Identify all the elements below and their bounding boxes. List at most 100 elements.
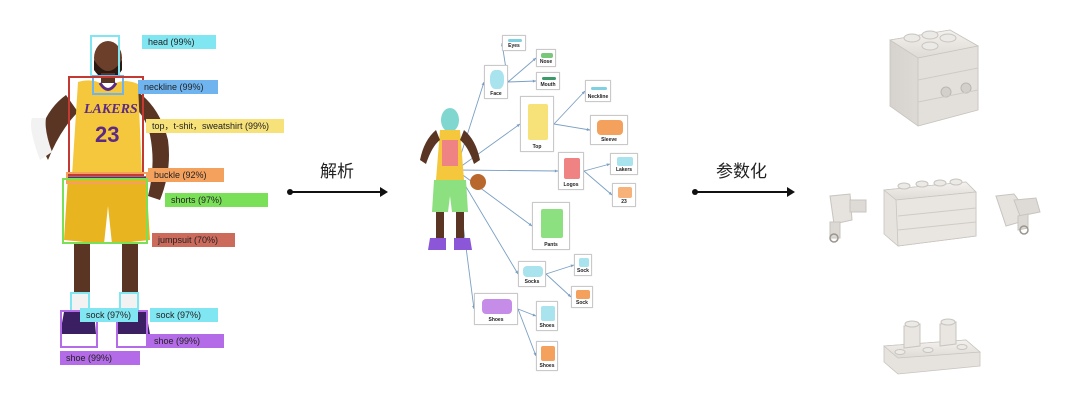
detection-label-top: top，t-shit，sweatshirt (99%) [146, 119, 284, 133]
tree-node-label: Mouth [540, 82, 556, 88]
lego-head [888, 29, 980, 127]
tree-connector [507, 57, 537, 83]
tree-node-logos: Logos [558, 152, 584, 190]
parse-step-label: 解析 [320, 162, 354, 182]
tree-connector-arrowhead [554, 169, 558, 173]
tree-connector-arrowhead [481, 82, 485, 86]
tree-node-pants-shape [540, 208, 564, 239]
tree-node-eyes: Eyes [502, 35, 526, 51]
lego-parts [829, 29, 1041, 375]
tree-connector [583, 170, 613, 196]
tree-node-label: Shoes [539, 323, 555, 329]
segmented-player [420, 108, 486, 250]
lego-legs [883, 318, 981, 375]
lego-arm-left [829, 193, 867, 243]
tree-node-neckline: Neckline [585, 80, 611, 102]
tree-connector-arrowhead [528, 222, 532, 226]
tree-node-shoes: Shoes [474, 293, 518, 325]
tree-node-shoes-shape [481, 298, 513, 315]
tree-node-shoe-shape [541, 305, 555, 322]
tree-connector-arrowhead [567, 293, 571, 297]
tree-node-shoes: Shoes [536, 341, 558, 371]
tree-node-label: Eyes [508, 43, 520, 49]
tree-node-mouth: Mouth [536, 72, 560, 90]
tree-node-socks-shape [523, 265, 543, 278]
tree-node-lakers-shape [616, 157, 634, 166]
detection-label-head: head (99%) [142, 35, 216, 49]
tree-node-logos-shape [564, 157, 580, 180]
tree-connector-arrowhead [608, 191, 612, 195]
tree-node-num-shape [617, 187, 633, 198]
tree-node-top-shape [527, 103, 549, 140]
tree-node-eyes-shape [507, 39, 523, 42]
tree-node-label: Sock [577, 268, 589, 274]
tree-node-label: Lakers [615, 167, 633, 173]
tree-connector-arrowhead [532, 79, 536, 83]
tree-node-sock-shape [578, 258, 590, 267]
tree-node-nose: Nose [536, 49, 556, 67]
tree-node-sock: Sock [571, 286, 593, 308]
top-detection-box [68, 76, 144, 176]
svg-text:LAKERS: LAKERS [83, 102, 138, 117]
detection-label-buckle: buckle (92%) [148, 168, 224, 182]
tree-node-label: Pants [544, 242, 558, 248]
tree-node-neckline-shape [591, 86, 607, 91]
tree-node-label: Shoes [488, 317, 504, 323]
tree-node-label: 23 [621, 199, 627, 205]
tree-node-shoes: Shoes [536, 301, 558, 331]
tree-node-label: Nose [539, 59, 553, 65]
tree-node-shoe-shape [541, 345, 555, 362]
tree-connector [553, 123, 591, 131]
tree-connector-arrowhead [581, 91, 585, 95]
tree-node-label: Sleeve [601, 137, 617, 143]
tree-connector-arrowhead [516, 124, 520, 128]
shoe-detection-box-left [60, 310, 98, 348]
tree-connector [517, 308, 537, 317]
tree-connector-arrowhead [533, 352, 537, 356]
lego-arm-right [995, 193, 1041, 235]
tree-node-sock-shape [576, 290, 590, 299]
tree-node-lakers: Lakers [610, 153, 638, 175]
tree-node-face-shape [490, 69, 504, 90]
detection-label-sock-left: sock (97%) [80, 308, 138, 322]
tree-node-label: Sock [576, 300, 588, 306]
detection-label-jumpsuit: jumpsuit (70%) [152, 233, 235, 247]
tree-node-label: Neckline [587, 94, 609, 100]
tree-node-nose-shape [541, 52, 553, 59]
tree-connector [507, 80, 537, 83]
tree-connector [583, 163, 611, 172]
tree-connector-arrowhead [532, 58, 536, 62]
tree-node-23: 23 [612, 183, 636, 207]
tree-node-label: Logos [563, 182, 579, 188]
parse-arrow [287, 187, 388, 197]
tree-connector-arrowhead [532, 313, 536, 317]
detection-label-shoe-left: shoe (99%) [60, 351, 140, 365]
parametrize-arrow [692, 187, 795, 197]
tree-node-sleeve-shape [596, 120, 624, 135]
tree-connector-arrowhead [515, 270, 518, 274]
tree-connector [517, 308, 537, 357]
tree-node-socks: Socks [518, 261, 546, 287]
tree-node-face: Face [484, 65, 508, 99]
parametrize-step-label: 参数化 [716, 162, 767, 182]
tree-node-pants: Pants [532, 202, 570, 250]
lego-torso [883, 178, 977, 247]
tree-connector [553, 90, 586, 125]
detection-label-neckline: neckline (99%) [138, 80, 218, 94]
tree-connector [455, 169, 533, 227]
shorts-detection-box [62, 178, 148, 244]
tree-node-label: Socks [524, 279, 540, 285]
tree-connector [455, 169, 559, 172]
tree-node-sock: Sock [574, 254, 592, 276]
tree-node-sleeve: Sleeve [590, 115, 628, 145]
tree-connector-arrowhead [570, 264, 574, 268]
svg-text:23: 23 [95, 122, 119, 147]
tree-connector [545, 264, 575, 275]
detection-label-shoe-right: shoe (99%) [148, 334, 224, 348]
tree-node-label: Face [490, 91, 502, 97]
tree-node-top: Top [520, 96, 554, 152]
tree-node-label: Top [532, 144, 542, 150]
tree-connector-arrowhead [606, 163, 610, 167]
tree-node-label: Shoes [539, 363, 555, 369]
